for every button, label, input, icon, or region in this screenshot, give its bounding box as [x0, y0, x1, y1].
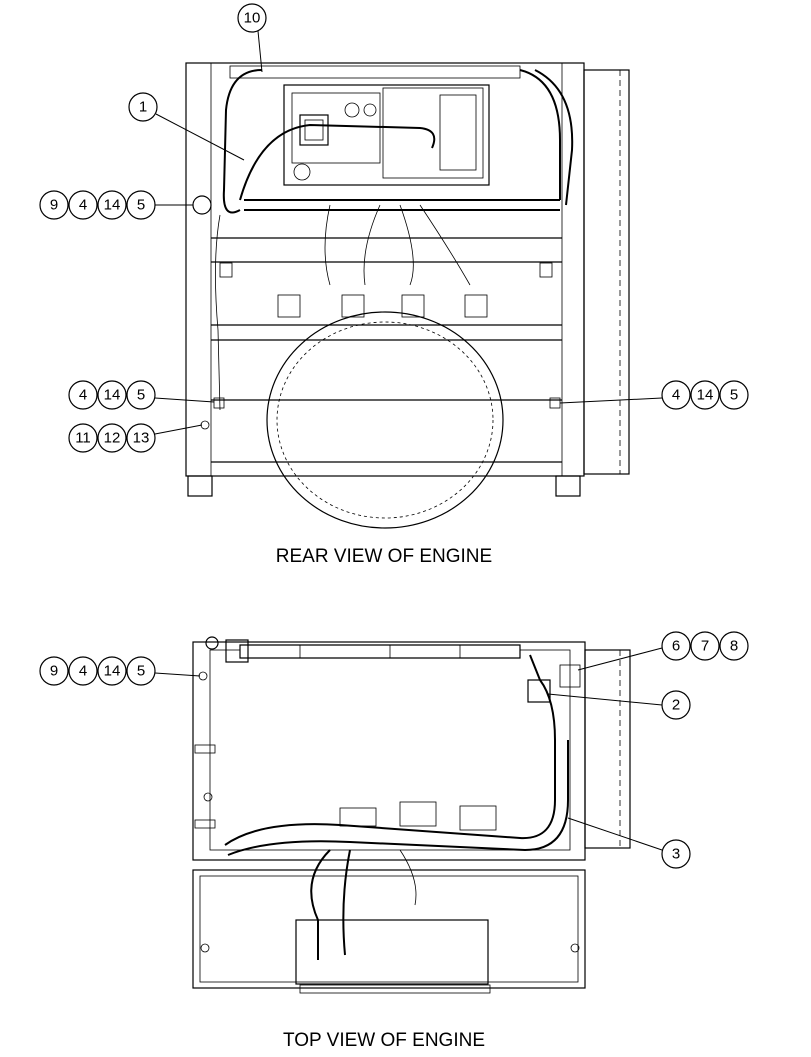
callout-2: 2 [547, 690, 691, 720]
callout-10: 10 [237, 3, 267, 73]
svg-text:12: 12 [104, 430, 121, 447]
svg-text:5: 5 [137, 197, 145, 214]
svg-text:4: 4 [79, 387, 87, 404]
engine-block [192, 869, 586, 989]
svg-text:14: 14 [697, 387, 714, 404]
svg-text:4: 4 [79, 663, 87, 680]
svg-text:9: 9 [50, 197, 58, 214]
callout-6-7-8: 6 7 8 [577, 631, 749, 671]
callout-9-4-14-5-rear: 9 4 14 5 [39, 190, 193, 220]
svg-text:4: 4 [79, 197, 87, 214]
callout-4-14-5-left: 4 14 5 [68, 380, 215, 410]
callout-11-12-13: 11 12 13 [68, 423, 203, 453]
svg-text:9: 9 [50, 663, 58, 680]
svg-text:2: 2 [672, 697, 680, 714]
svg-text:6: 6 [672, 638, 680, 655]
fan-shroud [266, 311, 504, 529]
top-view-caption: TOP VIEW OF ENGINE [283, 1030, 485, 1051]
svg-text:5: 5 [137, 387, 145, 404]
connector-block [299, 114, 329, 146]
svg-text:4: 4 [672, 387, 680, 404]
svg-text:1: 1 [139, 99, 147, 116]
callout-4-14-5-right: 4 14 5 [559, 380, 749, 410]
svg-text:5: 5 [730, 387, 738, 404]
top-harness [224, 654, 556, 846]
top-frame [192, 641, 586, 861]
svg-text:14: 14 [104, 663, 121, 680]
rear-frame [185, 62, 585, 477]
callout-1: 1 [128, 92, 245, 161]
svg-text:7: 7 [701, 638, 709, 655]
svg-text:14: 14 [104, 197, 121, 214]
svg-text:8: 8 [730, 638, 738, 655]
svg-text:3: 3 [672, 846, 680, 863]
svg-text:13: 13 [133, 430, 150, 447]
svg-text:14: 14 [104, 387, 121, 404]
radiator-core [583, 69, 630, 475]
rear-clamp-left [192, 195, 212, 215]
svg-text:10: 10 [244, 10, 261, 27]
rear-harness-left [222, 69, 263, 214]
svg-text:11: 11 [75, 430, 91, 447]
top-radiator [584, 649, 631, 849]
top-view-drawing [192, 636, 631, 994]
callout-9-4-14-5-top: 9 4 14 5 [39, 656, 201, 686]
control-panel [283, 84, 490, 186]
callout-3: 3 [567, 817, 691, 869]
rear-view-caption: REAR VIEW OF ENGINE [276, 546, 492, 567]
rear-view-drawing [185, 62, 630, 529]
top-pipe [239, 644, 521, 659]
svg-text:5: 5 [137, 663, 145, 680]
